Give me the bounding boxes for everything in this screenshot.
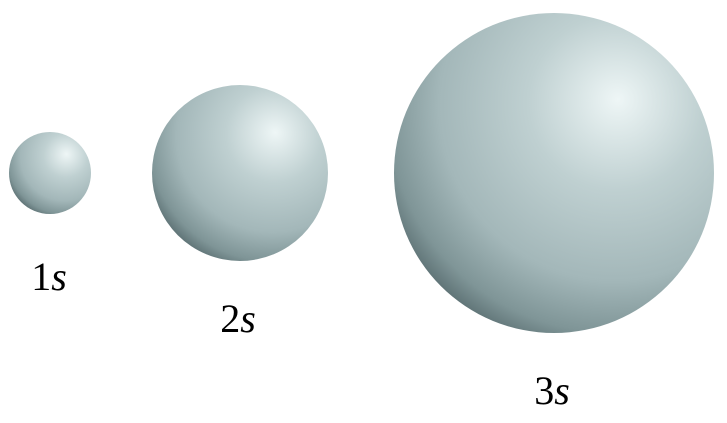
orbital-2s-letter: s — [240, 296, 256, 341]
orbital-1s-label: 1s — [31, 257, 67, 297]
orbital-2s-number: 2 — [220, 296, 241, 341]
orbital-1s-letter: s — [51, 254, 67, 299]
orbital-2s-label: 2s — [220, 299, 256, 339]
orbital-1s-sphere — [9, 132, 91, 214]
orbital-3s-sphere — [394, 13, 714, 333]
orbital-3s-number: 3 — [534, 368, 555, 413]
orbital-3s-letter: s — [554, 368, 570, 413]
orbital-1s-number: 1 — [31, 254, 52, 299]
orbital-2s-sphere — [152, 85, 328, 261]
orbital-3s-label: 3s — [534, 371, 570, 411]
